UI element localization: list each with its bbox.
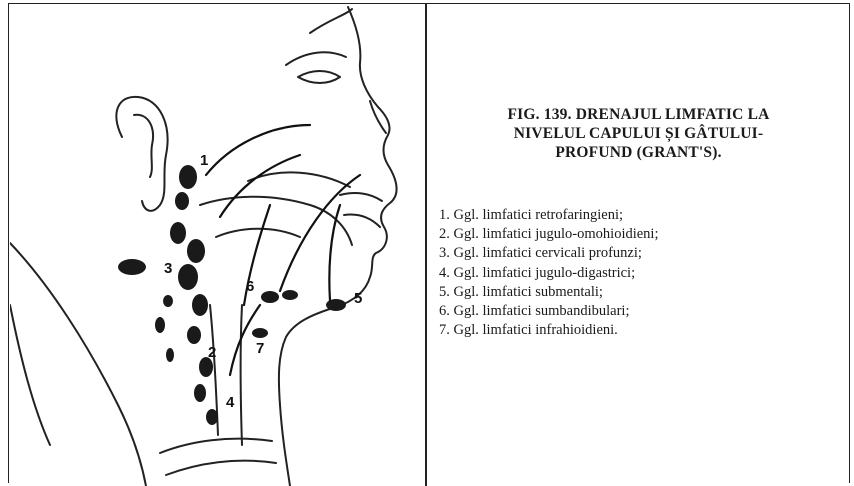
figure-title-line: FIG. 139. DRENAJUL LIMFATIC LA (427, 105, 850, 124)
figure-title-line: PROFUND (GRANT'S). (427, 143, 850, 162)
legend-item: 4. Ggl. limfatici jugulo-digastrici; (439, 264, 659, 283)
figure-title: FIG. 139. DRENAJUL LIMFATIC LA NIVELUL C… (427, 105, 850, 162)
drawing-label-7: 7 (256, 340, 264, 357)
drawing-label-4: 4 (226, 394, 235, 411)
neck-back-outline (10, 243, 146, 486)
shoulder-outline (10, 305, 50, 445)
legend-item: 6. Ggl. limfatici sumbandibulari; (439, 302, 659, 321)
caption-panel: FIG. 139. DRENAJUL LIMFATIC LA NIVELUL C… (427, 5, 850, 483)
drawing-label-3: 3 (164, 260, 172, 277)
legend-item: 1. Ggl. limfatici retrofaringieni; (439, 206, 659, 225)
drawing-label-5: 5 (354, 290, 362, 307)
drawing-label-1: 1 (200, 152, 208, 169)
legend-item: 5. Ggl. limfatici submentali; (439, 283, 659, 302)
eye-outline (298, 71, 340, 83)
figure-title-line: NIVELUL CAPULUI ȘI GÂTULUI- (427, 124, 850, 143)
legend-item: 2. Ggl. limfatici jugulo-omohioidieni; (439, 225, 659, 244)
drawing-label-6: 6 (246, 278, 254, 295)
legend-item: 3. Ggl. limfatici cervicali profunzi; (439, 244, 659, 263)
head-neck-lymphatic-illustration: 1 3 6 5 7 2 4 (10, 5, 424, 486)
figure-legend: 1. Ggl. limfatici retrofaringieni; 2. Gg… (439, 206, 659, 340)
ear-outline (116, 97, 167, 211)
subclavian-vein (160, 439, 272, 453)
legend-item: 7. Ggl. limfatici infrahioidieni. (439, 321, 659, 340)
drawing-label-2: 2 (208, 344, 216, 361)
